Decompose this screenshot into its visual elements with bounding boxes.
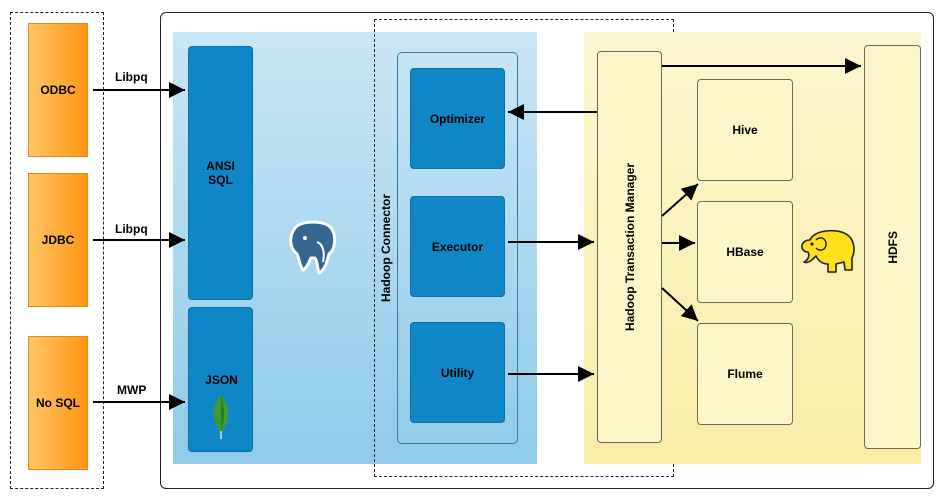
hive-label: Hive — [732, 123, 758, 137]
executor-box: Executor — [410, 196, 505, 297]
postgresql-elephant-icon — [289, 220, 337, 275]
json-label: JSON — [205, 373, 238, 387]
utility-box: Utility — [410, 322, 505, 423]
transaction-manager-box: Hadoop Transaction Manager — [597, 51, 662, 443]
jdbc-label: JDBC — [41, 233, 75, 247]
ansi-sql-line1: ANSI — [206, 159, 235, 173]
nosql-link-label: MWP — [117, 383, 147, 397]
flume-box: Flume — [697, 323, 793, 425]
ansi-sql-line2: SQL — [208, 173, 233, 187]
hbase-label: HBase — [726, 245, 764, 259]
utility-label: Utility — [440, 365, 475, 380]
mongodb-leaf-icon — [213, 395, 229, 439]
hbase-box: HBase — [697, 201, 793, 303]
optimizer-box: Optimizer — [410, 68, 505, 169]
nosql-client: No SQL — [28, 336, 88, 470]
hdfs-box: HDFS — [864, 45, 921, 449]
hadoop-elephant-icon — [801, 229, 855, 273]
json-box: JSON — [188, 307, 253, 452]
manager-to-flume-arrow — [661, 287, 699, 322]
odbc-link-label: Libpq — [115, 70, 148, 84]
odbc-client: ODBC — [28, 23, 88, 157]
jdbc-link-label: Libpq — [115, 222, 148, 236]
nosql-label: No SQL — [36, 396, 80, 410]
optimizer-label: Optimizer — [429, 111, 486, 126]
odbc-label: ODBC — [40, 83, 76, 97]
manager-to-hive-arrow — [661, 183, 699, 217]
hadoop-connector-box — [397, 52, 518, 444]
executor-label: Executor — [431, 239, 484, 254]
client-group — [10, 12, 104, 489]
hive-box: Hive — [697, 79, 793, 181]
ansi-sql-box: ANSI SQL — [188, 46, 253, 300]
jdbc-client: JDBC — [28, 173, 88, 307]
flume-label: Flume — [727, 367, 763, 381]
